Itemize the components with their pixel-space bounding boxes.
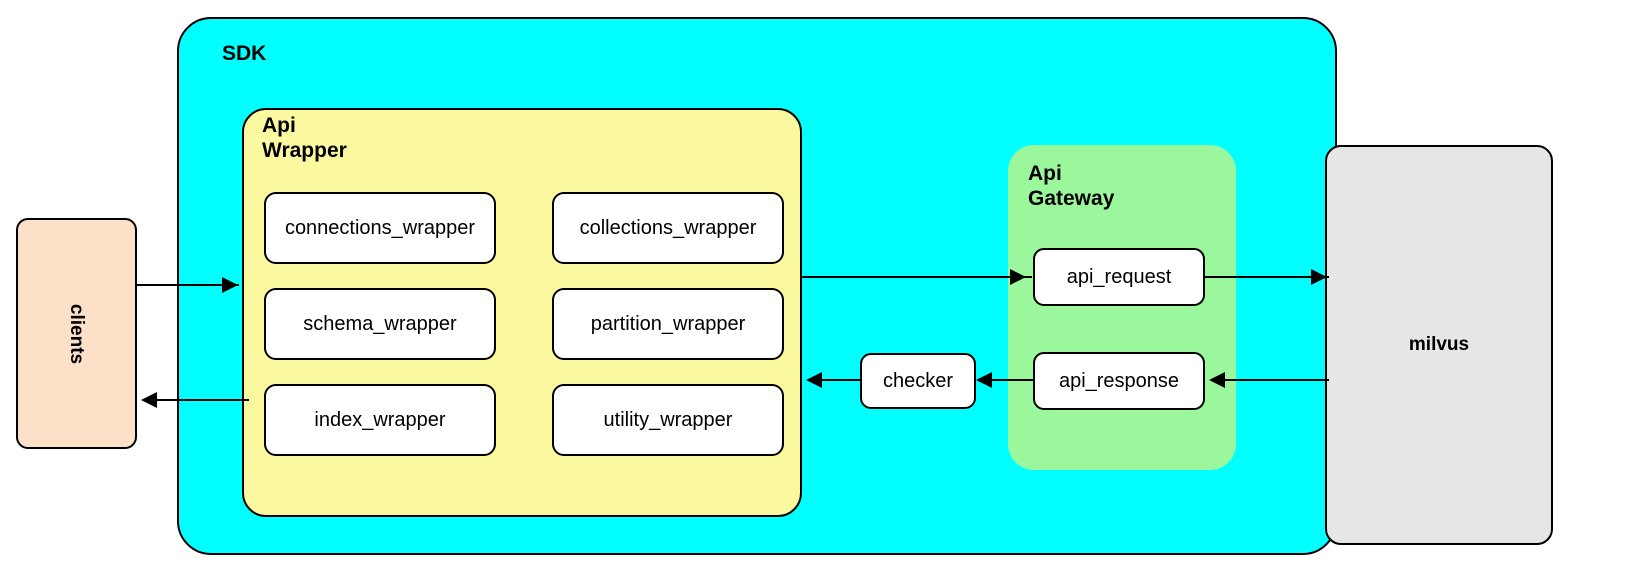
milvus-node[interactable]: milvus (1325, 145, 1553, 545)
arrow-left-icon (1209, 372, 1225, 388)
api-gateway-container (1008, 145, 1236, 470)
node-api-response[interactable]: api_response (1033, 352, 1205, 410)
edge-api-wrapper-to-api-gateway (800, 276, 1032, 278)
arrow-right-icon (1010, 269, 1026, 285)
node-label: collections_wrapper (579, 216, 757, 239)
node-label: utility_wrapper (603, 408, 733, 431)
node-index-wrapper[interactable]: index_wrapper (264, 384, 496, 456)
milvus-node-label: milvus (1408, 334, 1470, 355)
node-label: index_wrapper (314, 408, 446, 431)
edge-sdk-to-clients (145, 399, 249, 401)
arrow-left-icon (976, 372, 992, 388)
api-wrapper-container-label: Api Wrapper (262, 114, 347, 162)
node-api-request[interactable]: api_request (1033, 248, 1205, 306)
node-label: api_response (1058, 369, 1180, 392)
arrow-left-icon (806, 372, 822, 388)
edge-checker-to-api-wrapper (818, 379, 862, 381)
api-gateway-container-label: Api Gateway (1028, 162, 1115, 210)
node-label: connections_wrapper (284, 216, 476, 239)
node-label: checker (882, 369, 954, 392)
node-collections-wrapper[interactable]: collections_wrapper (552, 192, 784, 264)
arrow-right-icon (1311, 269, 1327, 285)
node-schema-wrapper[interactable]: schema_wrapper (264, 288, 496, 360)
node-connections-wrapper[interactable]: connections_wrapper (264, 192, 496, 264)
node-label: api_request (1066, 265, 1172, 288)
edge-milvus-to-api-response (1215, 379, 1329, 381)
arrow-left-icon (141, 392, 157, 408)
sdk-container-label: SDK (222, 42, 267, 65)
clients-node[interactable]: clients (16, 218, 137, 449)
node-utility-wrapper[interactable]: utility_wrapper (552, 384, 784, 456)
node-label: partition_wrapper (590, 312, 746, 335)
arrow-right-icon (222, 277, 238, 293)
edge-api-request-to-milvus (1205, 276, 1329, 278)
node-label: schema_wrapper (303, 312, 457, 335)
edge-api-response-to-checker (980, 379, 1035, 381)
edge-clients-to-sdk (137, 284, 239, 286)
node-partition-wrapper[interactable]: partition_wrapper (552, 288, 784, 360)
clients-node-label: clients (66, 303, 88, 364)
node-checker[interactable]: checker (860, 353, 976, 409)
